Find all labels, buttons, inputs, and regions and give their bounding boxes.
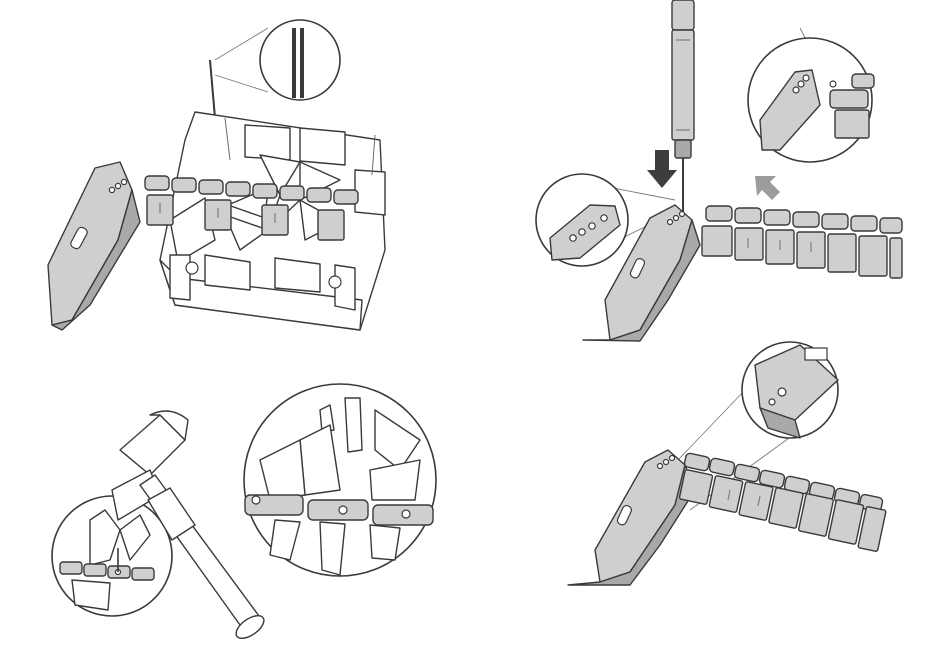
magnifier-icon	[536, 174, 628, 266]
magnifier-icon	[52, 496, 172, 616]
down-arrow-icon	[647, 150, 677, 188]
magnifier-icon	[260, 20, 340, 100]
step-3-panel	[52, 384, 436, 643]
step-4-panel	[568, 342, 886, 585]
pin-icon	[210, 60, 215, 118]
up-arrow-icon	[755, 176, 780, 200]
step-1-panel	[48, 20, 385, 330]
magnifier-icon	[742, 342, 838, 438]
pin-pusher-icon	[672, 0, 694, 212]
watch-band-icon	[583, 205, 902, 341]
band-links	[702, 206, 902, 278]
magnifier-icon	[748, 38, 874, 162]
band-links	[679, 453, 886, 552]
step-2-panel	[536, 0, 902, 341]
watch-band-icon	[568, 450, 886, 585]
magnifier-icon	[244, 384, 436, 576]
